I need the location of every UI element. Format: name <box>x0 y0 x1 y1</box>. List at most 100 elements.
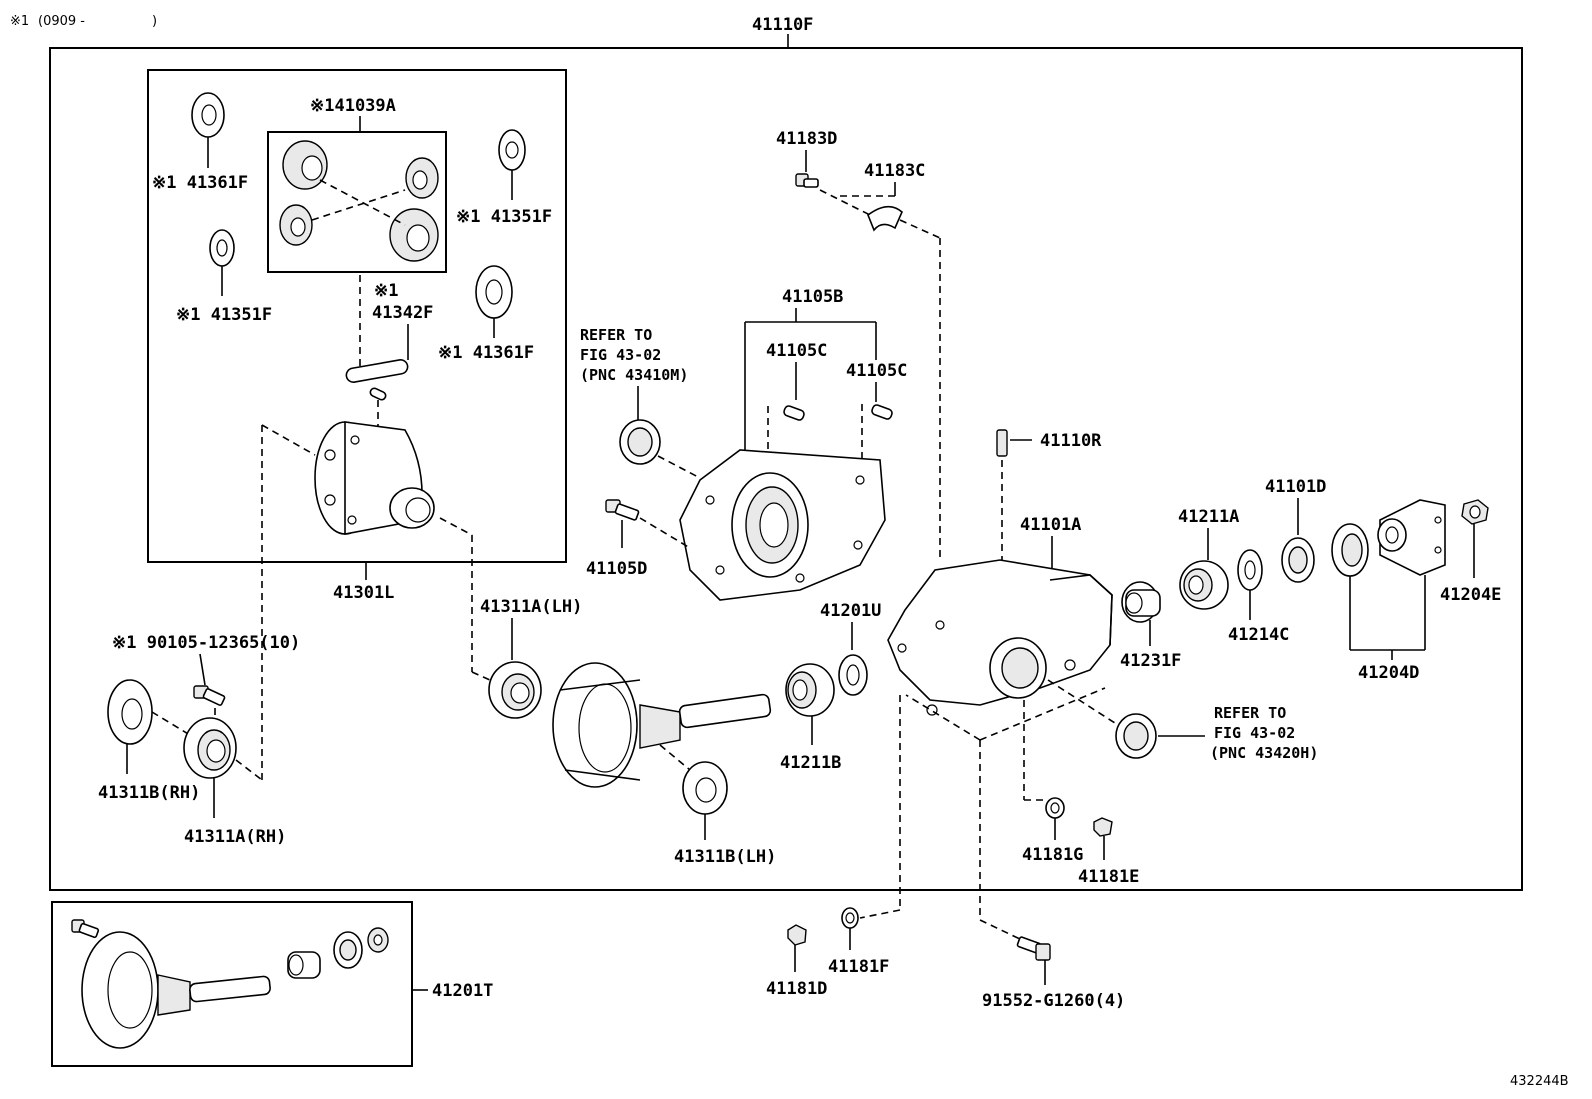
label-41181F: 41181F <box>828 957 889 977</box>
thrust-washer-icon <box>475 265 513 319</box>
diff-case-frame <box>147 69 567 563</box>
oil-seal-icon <box>1115 713 1157 759</box>
pinion-kit-frame <box>267 131 447 273</box>
oil-seal-icon <box>333 931 363 969</box>
flange-seal-icon <box>1331 523 1369 577</box>
nut-icon <box>367 927 389 953</box>
washer-icon <box>1237 549 1263 591</box>
label-41101A: 41101A <box>1020 515 1081 535</box>
pinion-shaft-icon <box>345 359 409 383</box>
side-gear-icon <box>389 208 439 262</box>
label-41201T: 41201T <box>432 981 493 1001</box>
bolt-icon <box>1016 936 1051 961</box>
refer-front-line2: FIG 43-02 <box>580 346 661 364</box>
header-note-close: ) <box>152 14 157 29</box>
header-note-mark: ※1 <box>10 14 29 29</box>
refer-rear-line3: (PNC 43420H) <box>1210 744 1318 762</box>
label-41361F-lower: ※1 41361F <box>438 343 534 363</box>
label-41181E: 41181E <box>1078 867 1139 887</box>
label-90105: ※1 90105-12365(10) <box>112 633 300 653</box>
pinion-gear-icon <box>405 157 439 199</box>
label-41311B-RH: 41311B(RH) <box>98 783 200 803</box>
bearing-icon <box>785 663 835 717</box>
bearing-icon <box>1179 560 1229 610</box>
label-41351F-left: ※1 41351F <box>176 305 272 325</box>
label-41311A-LH: 41311A(LH) <box>480 597 582 617</box>
bolt-icon <box>795 173 819 188</box>
dowel-pin-icon <box>783 405 805 421</box>
bearing-icon <box>488 661 542 719</box>
label-41183D: 41183D <box>776 129 837 149</box>
shim-icon <box>682 761 728 815</box>
plug-icon <box>787 924 807 946</box>
label-41211A: 41211A <box>1178 507 1239 527</box>
label-41101D: 41101D <box>1265 477 1326 497</box>
label-41181D: 41181D <box>766 979 827 999</box>
label-41301L: 41301L <box>333 583 394 603</box>
label-41039A: ※141039A <box>310 96 396 116</box>
bolt-icon <box>605 499 640 521</box>
dowel-pin-icon <box>871 404 893 420</box>
reference-code: 432244B <box>1510 1074 1569 1089</box>
bracket-icon <box>867 205 903 232</box>
label-41181G: 41181G <box>1022 845 1083 865</box>
label-41231F: 41231F <box>1120 651 1181 671</box>
pin-icon <box>369 387 387 401</box>
plug-icon <box>1093 817 1113 837</box>
label-91552: 91552-G1260(4) <box>982 991 1125 1011</box>
label-41342F-mark: ※1 <box>374 281 398 301</box>
label-41105C-right: 41105C <box>846 361 907 381</box>
bearing-icon <box>183 717 237 779</box>
label-41204D: 41204D <box>1358 663 1419 683</box>
spacer-icon <box>838 654 868 696</box>
label-41105C-left: 41105C <box>766 341 827 361</box>
label-41361F-upper: ※1 41361F <box>152 173 248 193</box>
side-gear-icon <box>282 140 328 190</box>
label-41342F: 41342F <box>372 303 433 323</box>
label-41214C: 41214C <box>1228 625 1289 645</box>
ring-gear-icon <box>552 662 641 788</box>
refer-rear-line1: REFER TO <box>1214 704 1286 722</box>
assembly-frame <box>49 47 1523 891</box>
header-note-range: (0909 - <box>38 14 85 29</box>
oil-seal-icon <box>619 419 661 465</box>
drive-pinion-icon <box>157 974 271 1016</box>
refer-note-front: REFER TO FIG 43-02 (PNC 43410M) <box>580 326 688 384</box>
bolt-icon <box>71 919 100 939</box>
label-41105D: 41105D <box>586 559 647 579</box>
refer-note-rear: REFER TO FIG 43-02 (PNC 43420H) <box>1210 704 1318 762</box>
label-41211B: 41211B <box>780 753 841 773</box>
thrust-washer-icon <box>498 129 526 171</box>
refer-front-line3: (PNC 43410M) <box>580 366 688 384</box>
label-41311B-LH: 41311B(LH) <box>674 847 776 867</box>
ring-gear-icon <box>81 931 159 1049</box>
label-41351F-right: ※1 41351F <box>456 207 552 227</box>
drive-pinion-icon <box>639 693 772 749</box>
companion-flange-icon <box>1377 499 1446 576</box>
differential-case-icon <box>314 421 435 535</box>
spacer-icon <box>1121 581 1161 623</box>
label-41201U: 41201U <box>820 601 881 621</box>
thrust-washer-icon <box>191 92 225 138</box>
pinion-gear-icon <box>279 204 313 246</box>
oil-seal-icon <box>1281 537 1315 583</box>
refer-rear-line2: FIG 43-02 <box>1214 724 1295 742</box>
thrust-washer-icon <box>209 229 235 267</box>
nut-icon <box>1461 499 1489 525</box>
label-41110R: 41110R <box>1040 431 1102 451</box>
gasket-icon <box>841 907 859 929</box>
label-41183C: 41183C <box>864 161 925 181</box>
label-41105B: 41105B <box>782 287 843 307</box>
refer-front-line1: REFER TO <box>580 326 652 344</box>
bearing-icon <box>287 951 321 979</box>
bolt-icon <box>193 685 226 706</box>
label-41110F: 41110F <box>752 15 813 35</box>
front-cover-icon <box>679 449 886 601</box>
label-41311A-RH: 41311A(RH) <box>184 827 286 847</box>
breather-plug-icon <box>996 429 1008 457</box>
gear-kit-frame <box>51 901 413 1067</box>
gasket-icon <box>1045 797 1065 819</box>
carrier-housing-icon <box>887 559 1113 716</box>
label-41204E: 41204E <box>1440 585 1501 605</box>
